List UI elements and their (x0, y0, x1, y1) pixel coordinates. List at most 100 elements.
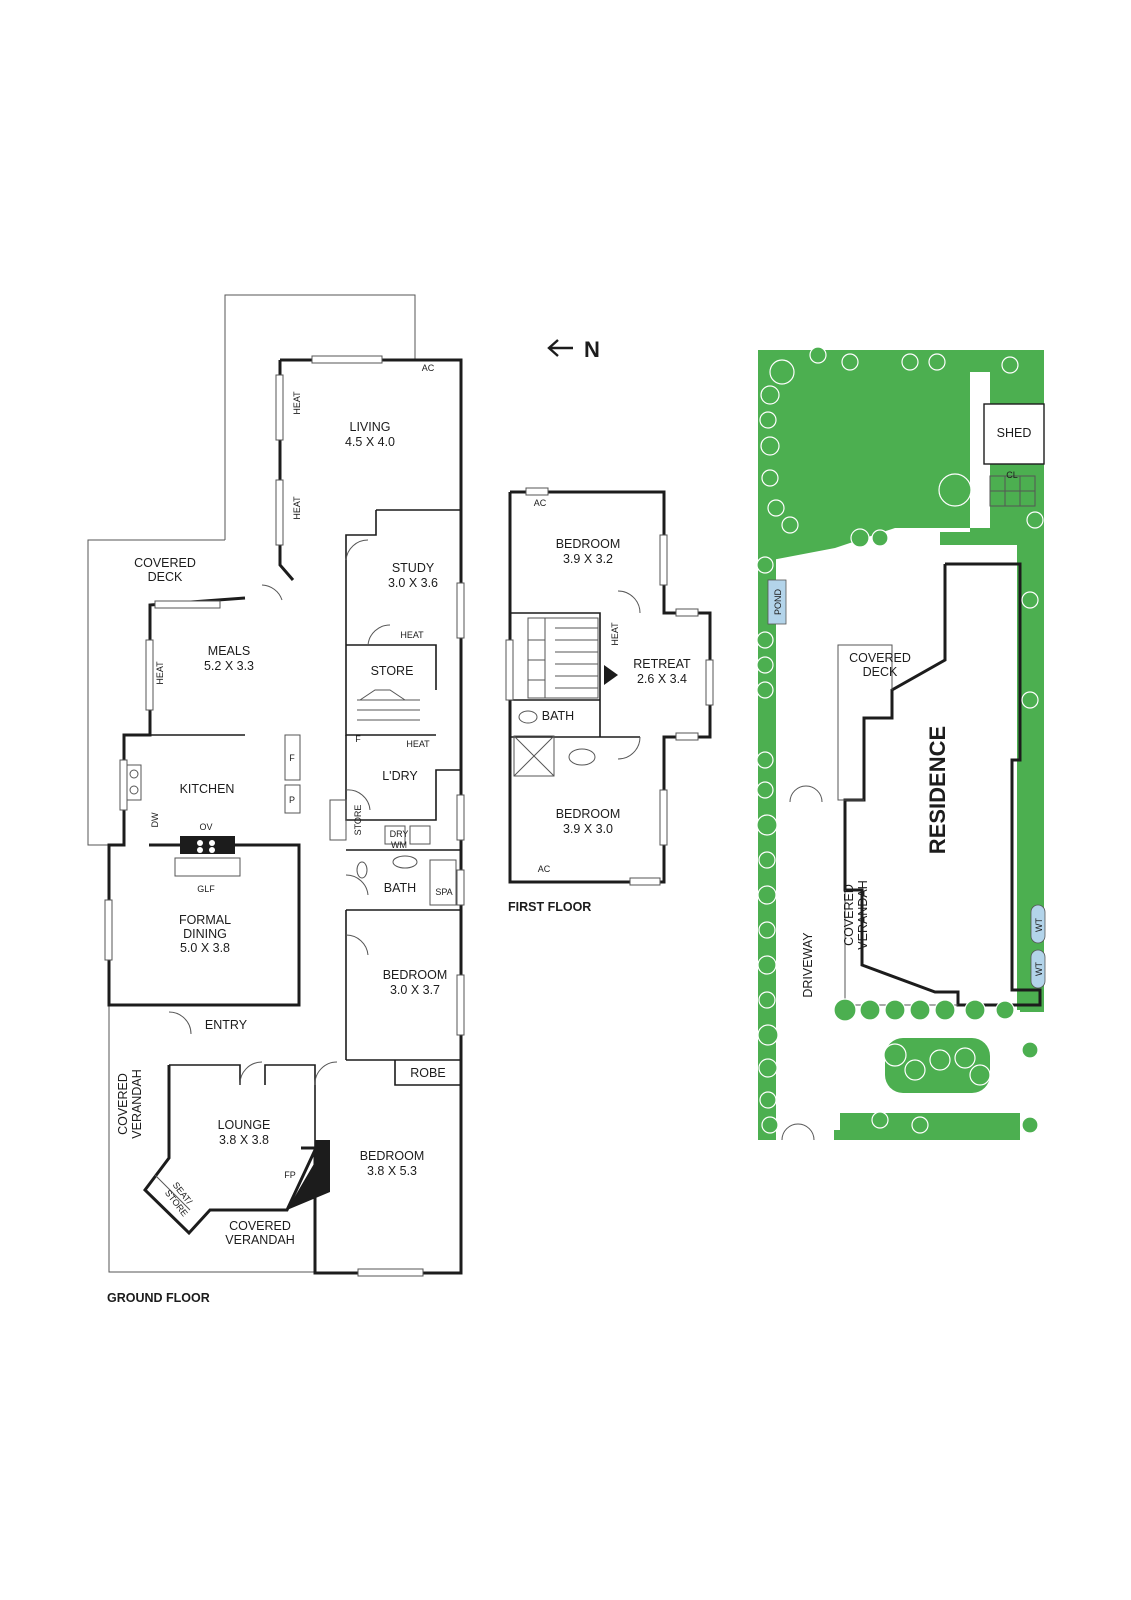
washing-machine-label: WM (391, 840, 407, 850)
retreat-window (675, 732, 699, 741)
first-floor-caption: FIRST FLOOR (508, 900, 591, 914)
kitchen-label: KITCHEN (180, 782, 235, 796)
fireplace-icon (287, 1140, 330, 1210)
covered-deck-label: COVERED (134, 556, 196, 570)
oven-cooktop-icon (180, 836, 235, 854)
store-label: STORE (371, 664, 414, 678)
bedroom-label: BEDROOM (383, 968, 448, 982)
covered-deck-label: COVERED (849, 651, 911, 665)
fireplace-label: FP (284, 1170, 296, 1180)
dryer-label: DRY (390, 829, 409, 839)
residence-outline (843, 562, 1042, 1007)
store-door-icon (367, 624, 391, 646)
bedroom-window (629, 877, 661, 886)
bedroom-label: BEDROOM (556, 807, 621, 821)
covered-verandah-label: COVERED (116, 1073, 130, 1135)
formal-dining-label: DINING (183, 927, 227, 941)
bedroom-label: BEDROOM (556, 537, 621, 551)
heat-label: HEAT (406, 739, 430, 749)
formal-dining-label: FORMAL (179, 913, 231, 927)
north-letter: N (584, 337, 600, 362)
washing-machine-icon (409, 825, 431, 845)
kitchen-sink-icon (126, 764, 142, 801)
heat-label: HEAT (292, 391, 302, 415)
water-tank-icon (1030, 949, 1046, 989)
living-west-window-b (275, 479, 284, 546)
stair-window (505, 639, 514, 701)
clothesline-label: CL (1006, 470, 1018, 480)
retreat-door-icon (617, 590, 641, 614)
bath-door-icon (345, 874, 369, 896)
shed-label: SHED (997, 426, 1032, 440)
entry-label: ENTRY (205, 1018, 248, 1032)
ac-label: AC (422, 363, 435, 373)
ac-label: AC (534, 498, 547, 508)
seat-store-bench (154, 1174, 191, 1211)
lounge-north-wall-b (264, 1064, 316, 1085)
fridge-label: F (355, 734, 361, 744)
living-west-window-a (275, 374, 284, 441)
ground-stair (357, 689, 420, 721)
spa-bath-icon (429, 859, 457, 906)
covered-deck-label: DECK (863, 665, 898, 679)
living-label: LIVING (350, 420, 391, 434)
lounge-label: LOUNGE (218, 1118, 271, 1132)
driveway-label: DRIVEWAY (801, 932, 815, 998)
pantry-label: P (289, 795, 295, 805)
gate-icon (789, 785, 807, 803)
north-arrow-icon (547, 339, 559, 357)
covered-verandah-label: VERANDAH (225, 1233, 294, 1247)
toilet-icon (518, 710, 538, 724)
bath-window (456, 869, 465, 906)
trees (756, 346, 1044, 1134)
bedroom-window (525, 487, 549, 496)
ground-floor-caption: GROUND FLOOR (107, 1291, 210, 1305)
bedroom1-door-icon (345, 934, 369, 956)
pond (767, 579, 787, 625)
east-exterior-wall (280, 358, 463, 1275)
study-label: STUDY (392, 561, 435, 575)
shower-icon (513, 735, 555, 777)
robe-label: ROBE (410, 1066, 445, 1080)
study-size: 3.0 X 3.6 (388, 576, 438, 590)
retreat-size: 2.6 X 3.4 (637, 672, 687, 686)
covered-deck-outline (837, 644, 893, 801)
stair-arrow-icon (604, 665, 618, 685)
basin-icon (392, 855, 418, 869)
ground-floor-plan: LIVING 4.5 X 4.0 AC HEAT HEAT COVERED DE… (87, 294, 465, 1305)
covered-deck-label: DECK (148, 570, 183, 584)
store-small-label: STORE (353, 805, 363, 836)
stair-wall (510, 612, 601, 737)
dryer-icon (384, 825, 406, 845)
robe-wall (394, 1060, 461, 1086)
laundry-window (456, 794, 465, 841)
shed (983, 403, 1045, 465)
gate-icon (781, 1123, 799, 1141)
meals-window (154, 600, 221, 609)
heat-label: HEAT (292, 496, 302, 520)
formal-dining-size: 5.0 X 3.8 (180, 941, 230, 955)
fridge-label: F (289, 753, 295, 763)
glf-label: GLF (197, 884, 215, 894)
kitchen-window (119, 759, 128, 811)
store-wall (346, 644, 437, 690)
water-tank-icon (1030, 904, 1046, 944)
heat-label: HEAT (400, 630, 424, 640)
lounge-size: 3.8 X 3.8 (219, 1133, 269, 1147)
bedroom-size: 3.0 X 3.7 (390, 983, 440, 997)
heat-label: HEAT (155, 661, 165, 685)
basin-icon (568, 748, 596, 766)
toilet-icon (356, 861, 368, 879)
heat-label: HEAT (610, 622, 620, 646)
lounge-north-wall-a (169, 1064, 241, 1085)
lounge-door-icon (239, 1061, 263, 1086)
pantry-icon (284, 784, 301, 814)
dining-window (104, 899, 113, 961)
bedroom-size: 3.9 X 3.0 (563, 822, 613, 836)
retreat-label: RETREAT (633, 657, 691, 671)
entry-door-icon (168, 1011, 192, 1035)
pond-label: POND (773, 589, 783, 616)
residence-label: RESIDENCE (925, 726, 950, 854)
laundry-wall (345, 735, 461, 821)
